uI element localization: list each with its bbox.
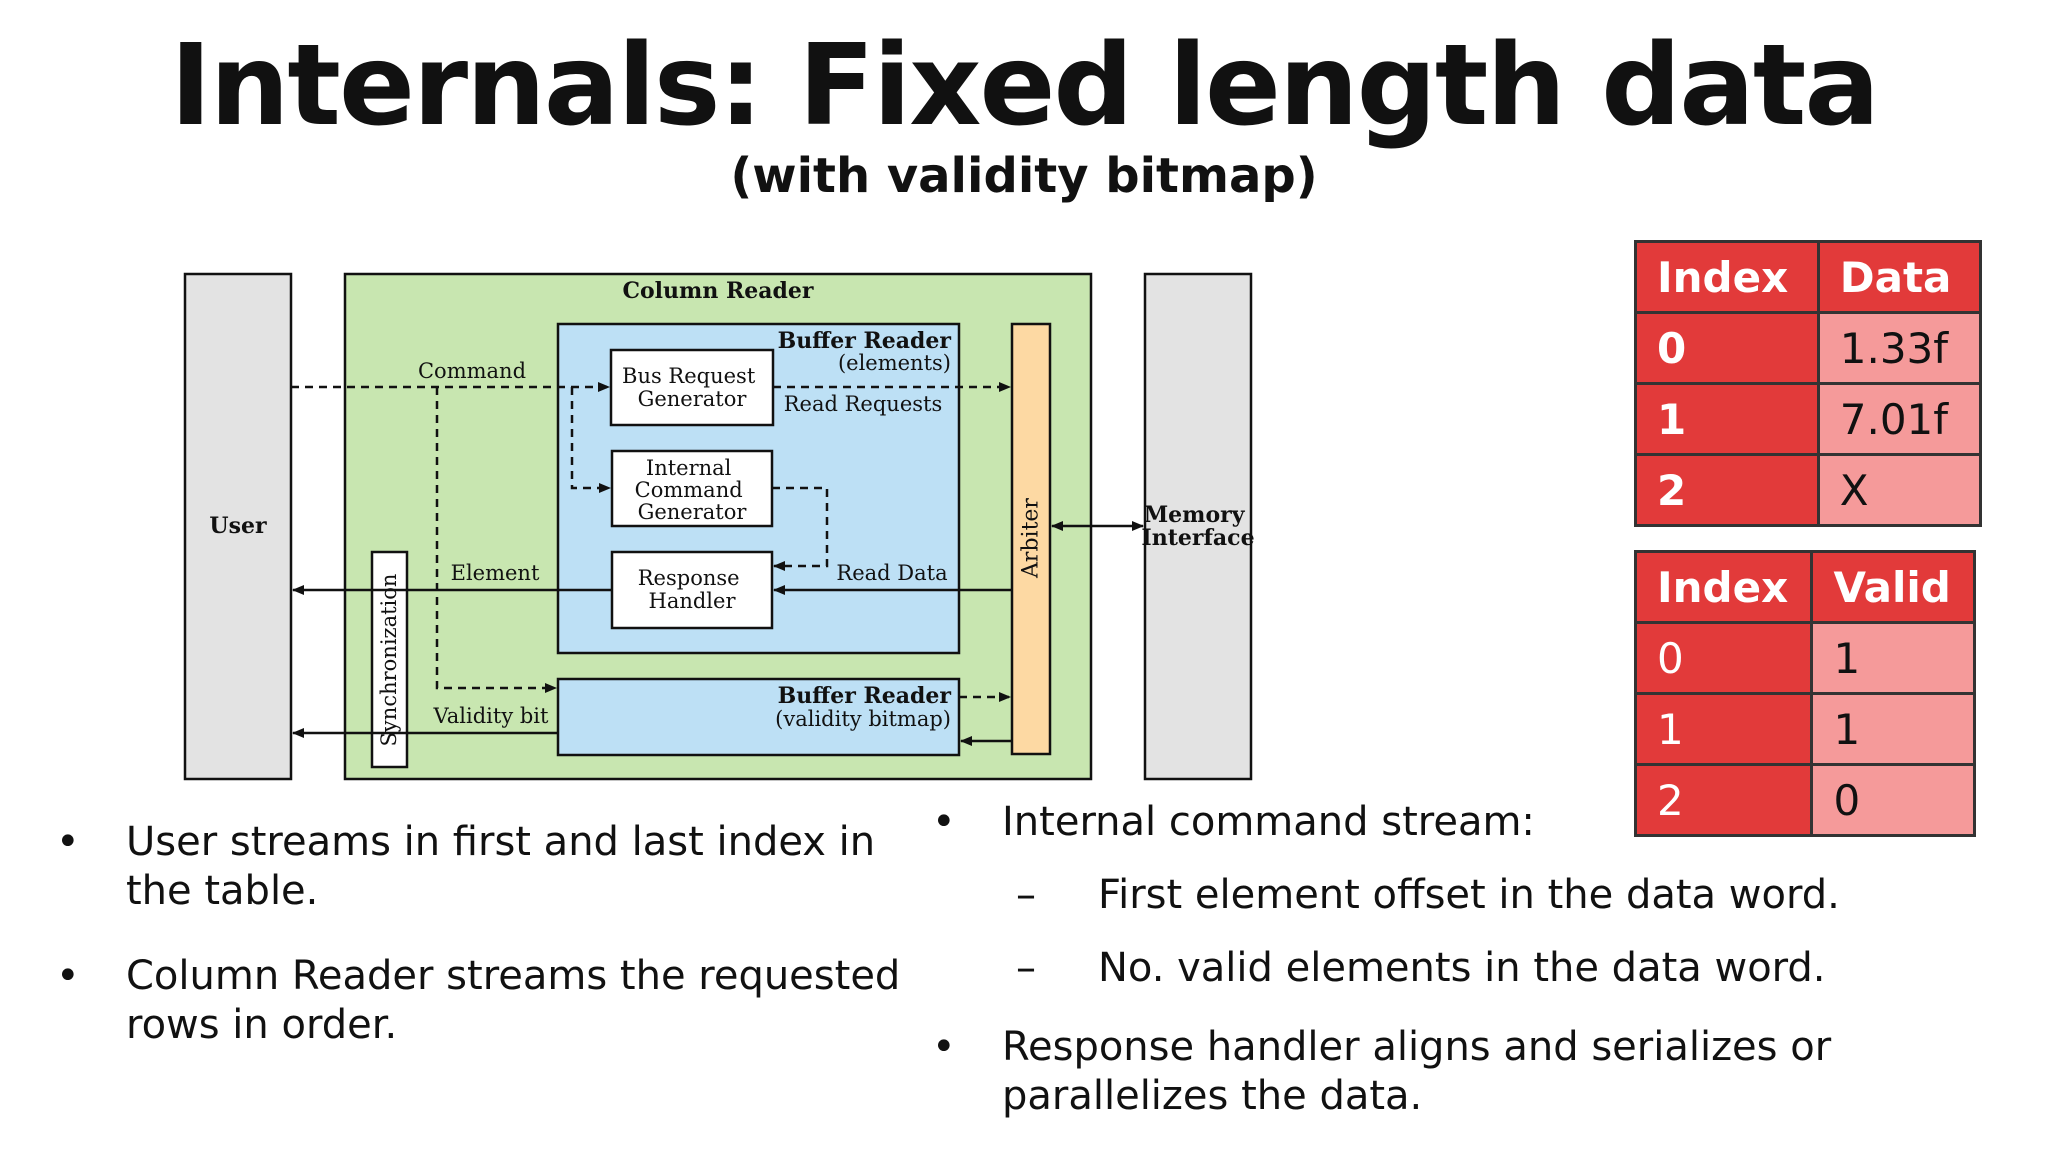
buffer-reader-validity-title: Buffer Reader [778,683,952,709]
slide-subtitle: (with validity bitmap) [730,148,1318,204]
memory-interface-box [1143,272,1253,781]
response-handler-box [610,550,774,630]
element-label: Element [451,561,540,585]
synchronization-box [370,550,409,769]
command-to-validity-reader [435,387,557,693]
bullet-item: Response handler aligns and serializes o… [932,1023,1932,1121]
table-header: Index [1634,240,1820,314]
data-cell: 7.01f [1816,382,1983,456]
buffer-reader-elements-title: Buffer Reader [778,328,952,354]
right-bullet-list: Internal command stream: First element o… [932,798,1932,1157]
buffer-reader-validity-sub: (validity bitmap) [775,707,951,731]
bullet-item: Column Reader streams the requested rows… [56,952,916,1050]
index-cell: 0 [1633,621,1814,695]
table-row: 2 X [1634,453,1983,527]
table-header-row: Index Valid [1633,550,1976,624]
table-row: 1 7.01f [1634,382,1983,456]
command-label: Command [418,359,526,383]
table-row: 1 1 [1633,692,1976,766]
validity-bit-label: Validity bit [433,704,549,728]
read-requests-label: Read Requests [784,392,943,416]
data-cell: 1.33f [1816,311,1983,385]
index-cell: 2 [1634,453,1820,527]
response-handler-label: Response Handler [638,566,747,613]
data-table: Index Data 0 1.33f 1 7.01f 2 X [1634,240,1983,527]
table-header: Valid [1810,550,1976,624]
synchronization-label: Synchronization [377,574,401,747]
table-row: 0 1.33f [1634,311,1983,385]
table-row: 0 1 [1633,621,1976,695]
table-header-row: Index Data [1634,240,1983,314]
validity-table: Index Valid 0 1 1 1 2 0 [1633,550,1976,837]
sub-bullet-item: First element offset in the data word. [1016,871,1932,920]
internal-command-generator-box [610,449,774,528]
command-to-internal-generator [570,387,611,493]
arbiter-box [1010,322,1052,756]
bullet-item: User streams in first and last index in … [56,818,916,916]
table-header: Data [1816,240,1983,314]
column-reader-label: Column Reader [623,278,814,304]
left-bullet-list: User streams in first and last index in … [56,818,916,1086]
memory-interface-label: Memory Interface [1141,502,1254,551]
sub-bullet-item: No. valid elements in the data word. [1016,944,1932,993]
valid-cell: 1 [1810,692,1976,766]
bus-request-generator-label: Bus Request Generator [622,364,762,411]
slide-title: Internals: Fixed length data [170,21,1880,151]
index-cell: 0 [1634,311,1820,385]
buffer-reader-validity-box [556,677,961,757]
data-cell: X [1816,453,1983,527]
valid-cell: 1 [1810,621,1976,695]
internal-generator-to-handler [772,486,829,571]
read-data-label: Read Data [836,561,947,585]
buffer-reader-elements-sub: (elements) [838,351,951,375]
index-cell: 1 [1634,382,1820,456]
index-cell: 1 [1633,692,1814,766]
user-label: User [209,513,267,539]
user-box [183,272,293,781]
bullet-item: Internal command stream: [932,798,1932,847]
arbiter-label: Arbiter [1019,498,1044,579]
internal-command-generator-label: Internal Command Generator [635,456,750,524]
table-header: Index [1633,550,1814,624]
bus-request-generator-box [609,348,775,427]
